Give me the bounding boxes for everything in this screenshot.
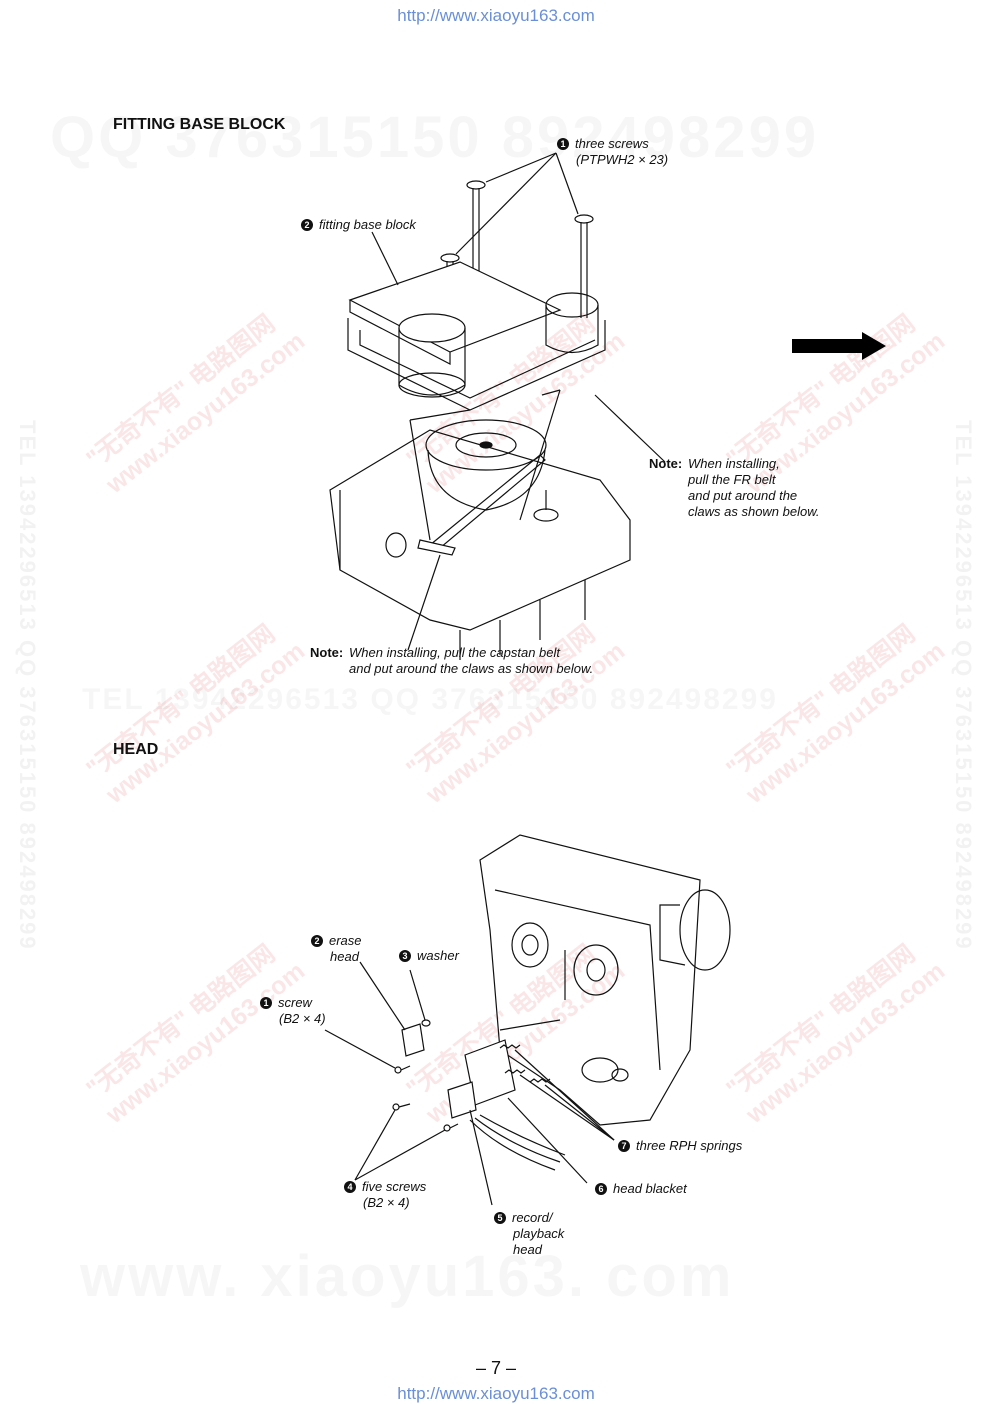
page-number: – 7 – (475, 1358, 517, 1378)
callout-number-7: 7 (618, 1140, 630, 1152)
callout-number-6: 6 (595, 1183, 607, 1195)
callout-number-1: 1 (260, 997, 272, 1009)
head-drawing (324, 834, 731, 1206)
note-capstan-belt: Note: When installing, pull the capstan … (310, 645, 594, 676)
callout-number-5: 5 (494, 1212, 506, 1224)
screw-drawing-2 (574, 214, 594, 318)
note-fr-belt: Note: When installing, pull the FR belt … (649, 456, 820, 519)
watermark-vertical-right: TEL 13942296513 QQ 376315150 892498299 (951, 420, 976, 951)
fitting-base-block-drawing (329, 152, 666, 660)
callout-number-2: 2 (301, 219, 313, 231)
callout-number-1: 1 (557, 138, 569, 150)
section-title-head: HEAD (113, 741, 159, 758)
continue-arrow (792, 332, 886, 360)
note-prefix: Note: (649, 456, 683, 471)
watermark-vertical-left: TEL 13942296513 QQ 376315150 892498299 (15, 420, 40, 951)
note-prefix: Note: (310, 645, 344, 660)
section-title-fitting-base-block: FITTING BASE BLOCK (113, 116, 286, 133)
callout-number-4: 4 (344, 1181, 356, 1193)
callout-number-2: 2 (311, 935, 323, 947)
footer-url[interactable]: http://www.xiaoyu163.com (397, 1384, 595, 1403)
callout-number-3: 3 (399, 950, 411, 962)
header-url[interactable]: http://www.xiaoyu163.com (397, 6, 595, 25)
